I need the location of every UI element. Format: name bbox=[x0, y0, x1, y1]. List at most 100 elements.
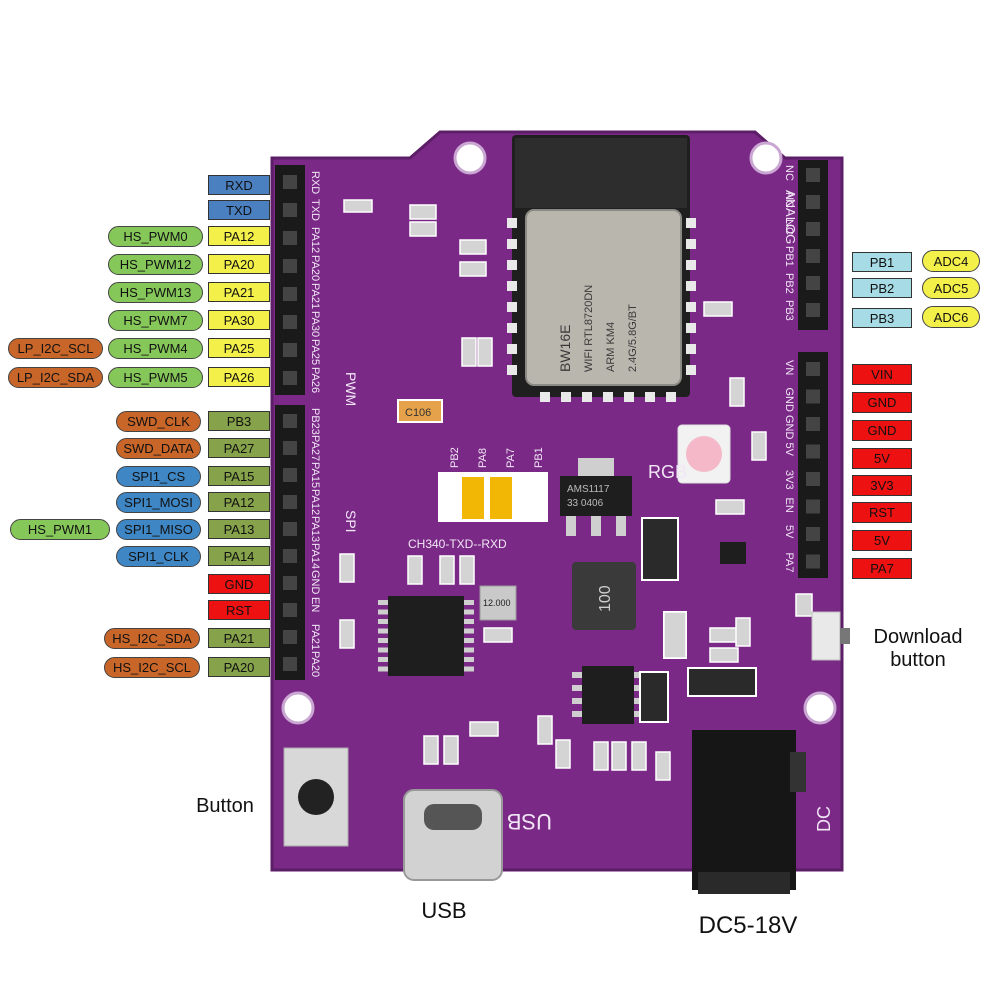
pin-pa7: PA7 bbox=[852, 558, 912, 579]
silk-pin-label: TXD bbox=[309, 199, 321, 221]
pin-pa21: PA21 bbox=[208, 282, 270, 302]
silk-pin-label: GND bbox=[309, 570, 321, 595]
silk-usb: USB bbox=[507, 809, 552, 834]
header-hole bbox=[283, 576, 297, 590]
smd-component bbox=[343, 199, 373, 213]
silk-pin-label: PB1 bbox=[783, 246, 795, 267]
header-hole bbox=[806, 554, 820, 569]
pin-3v3: 3V3 bbox=[852, 475, 912, 496]
download-button-label: Download button bbox=[873, 626, 963, 671]
left-header-top bbox=[275, 165, 305, 395]
chip-leg bbox=[464, 609, 474, 615]
silk-pin-label: PA25 bbox=[309, 339, 321, 365]
silk-pin-label: VN bbox=[783, 360, 795, 375]
pin-gnd-right-1: GND bbox=[852, 392, 912, 413]
chip-leg bbox=[378, 600, 388, 605]
silk-pin-label: 5V bbox=[783, 525, 795, 539]
pin-rst: RST bbox=[208, 600, 270, 620]
module-pad bbox=[561, 392, 571, 402]
right-header-bottom bbox=[798, 352, 828, 578]
pin-pa27: PA27 bbox=[208, 438, 270, 458]
func-hs-i2c-scl: HS_I2C_SCL bbox=[104, 657, 200, 678]
header-hole bbox=[806, 389, 820, 404]
pin-pb3-right: PB3 bbox=[852, 308, 912, 328]
module-pad bbox=[645, 392, 655, 402]
module-pad bbox=[582, 392, 592, 402]
header-hole bbox=[806, 362, 820, 376]
silk-pin-label: PA12 bbox=[309, 489, 321, 515]
pin-pa13: PA13 bbox=[208, 519, 270, 539]
download-button-knob bbox=[840, 628, 850, 644]
smd-component bbox=[409, 204, 437, 220]
header-hole bbox=[283, 657, 297, 671]
header-hole bbox=[283, 630, 297, 644]
chip-leg bbox=[378, 619, 388, 624]
ch340-legs bbox=[378, 600, 474, 672]
module-pad bbox=[507, 260, 517, 270]
header-hole bbox=[283, 287, 297, 301]
header-hole bbox=[283, 468, 297, 482]
pin-pa12: PA12 bbox=[208, 226, 270, 246]
silk-pin-label: PB3 bbox=[783, 300, 795, 321]
inductor bbox=[572, 562, 636, 630]
silk-left-labels: RXDTXDPA12PA20PA21PA30PA25PA26PB23PA27PA… bbox=[309, 171, 321, 677]
smd-component bbox=[459, 239, 487, 255]
usb-c-port bbox=[424, 804, 482, 830]
smd-component bbox=[443, 735, 459, 765]
header-hole bbox=[806, 303, 820, 317]
jumper-cap bbox=[462, 477, 484, 519]
silk-pin-label: PA20 bbox=[309, 651, 321, 677]
button-label: Button bbox=[196, 795, 254, 817]
capacitor bbox=[639, 671, 669, 723]
ch340-chip bbox=[388, 596, 464, 676]
silk-pin-label: PA12 bbox=[309, 227, 321, 253]
header-hole bbox=[806, 444, 820, 459]
tantalum-label: C106 bbox=[405, 407, 431, 419]
smd-component bbox=[631, 741, 647, 771]
pin-gnd-right-2: GND bbox=[852, 420, 912, 441]
func-spi1-miso: SPI1_MISO bbox=[116, 519, 201, 540]
module-pads bbox=[507, 218, 696, 402]
silk-spi: SPI bbox=[343, 510, 359, 533]
func-hs-pwm4: HS_PWM4 bbox=[108, 338, 203, 359]
pin-vin: VIN bbox=[852, 364, 912, 385]
silk-pin-label: PB2 bbox=[783, 273, 795, 294]
regulator-leg bbox=[616, 516, 626, 536]
dc-jack-pin bbox=[790, 752, 806, 792]
header-hole bbox=[806, 472, 820, 486]
func-adc6: ADC6 bbox=[922, 306, 980, 328]
chip-leg bbox=[378, 666, 388, 672]
download-button-part bbox=[811, 611, 841, 661]
silk-ch340: CH340-TXD--RXD bbox=[408, 537, 507, 551]
silk-pin-label: 5V bbox=[783, 443, 795, 457]
header-hole bbox=[283, 231, 297, 245]
pin-txd: TXD bbox=[208, 200, 270, 220]
pin-pa21-b: PA21 bbox=[208, 628, 270, 648]
func-hs-pwm0: HS_PWM0 bbox=[108, 226, 203, 247]
crystal-label: 12.000 bbox=[483, 598, 511, 608]
func-lp-i2c-scl: LP_I2C_SCL bbox=[8, 338, 103, 359]
func-hs-pwm13: HS_PWM13 bbox=[108, 282, 203, 303]
transistor bbox=[720, 542, 746, 564]
smd-component bbox=[409, 221, 437, 237]
silk-pin-label: PA21 bbox=[309, 283, 321, 309]
silk-pin-label: PA14 bbox=[309, 543, 321, 569]
func-adc5: ADC5 bbox=[922, 277, 980, 299]
pin-pa15: PA15 bbox=[208, 466, 270, 486]
pin-pa30: PA30 bbox=[208, 310, 270, 330]
regulator-line2: 33 0406 bbox=[567, 498, 604, 509]
module-label: WIFI RTL8720DN bbox=[583, 285, 595, 372]
header-hole bbox=[806, 276, 820, 290]
header-hole bbox=[283, 414, 297, 428]
func-lp-i2c-sda: LP_I2C_SDA bbox=[8, 367, 103, 388]
silk-pwm: PWM bbox=[343, 372, 359, 406]
module-pad bbox=[686, 365, 696, 375]
header-hole bbox=[283, 343, 297, 357]
smd-component bbox=[461, 337, 477, 367]
chip-leg bbox=[464, 638, 474, 643]
